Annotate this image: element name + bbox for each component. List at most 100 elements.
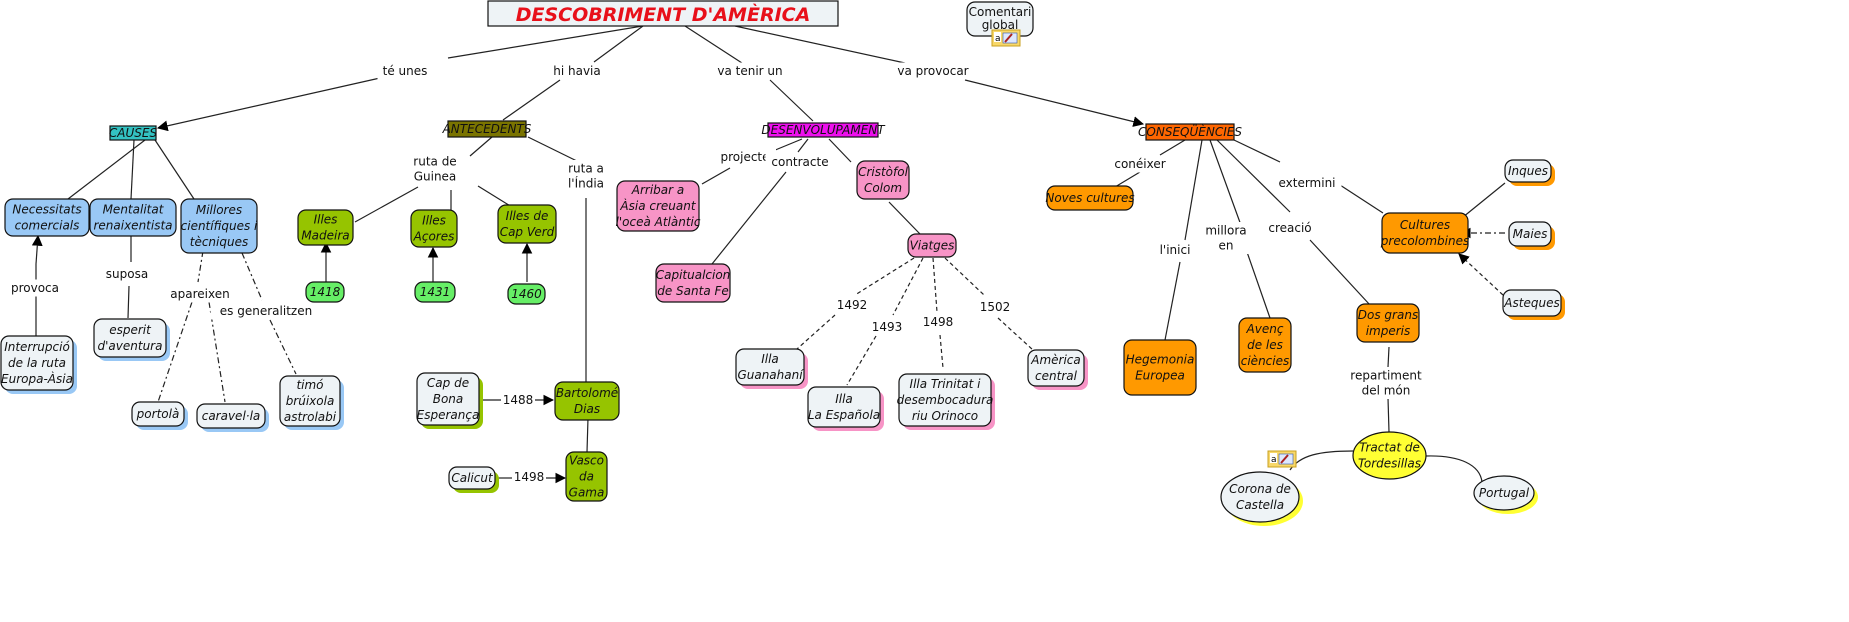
caravella-text: caravel·la: [202, 409, 261, 423]
avenc-text: Avenç: [1246, 322, 1284, 336]
consequencies-node[interactable]: CONSEQÜÈNCIES: [1138, 123, 1242, 141]
connector-line: [1387, 346, 1390, 368]
connector-line: [701, 167, 731, 185]
y1460-node[interactable]: 1460: [507, 283, 546, 305]
suposa-link-label: suposa: [103, 265, 151, 283]
annotation-note-icon[interactable]: a: [991, 29, 1021, 47]
provoca-link-label: provoca: [7, 279, 63, 297]
america-text: Amèrica: [1030, 353, 1081, 367]
causes-node[interactable]: CAUSES: [109, 125, 158, 141]
vasco-text: Gama: [569, 486, 605, 500]
annotation-note-icon[interactable]: a: [1267, 450, 1297, 468]
maies-node[interactable]: Maies: [1508, 221, 1555, 250]
imperis-text: imperis: [1366, 324, 1411, 338]
caravella-node[interactable]: caravel·la: [196, 403, 269, 432]
extermini-link-label: extermini: [1272, 174, 1342, 192]
ruta_guinea-link-text: ruta de: [413, 155, 456, 169]
l1498-link-label: 1498: [921, 313, 955, 331]
capitulacion-text: de Santa Fe: [657, 284, 729, 298]
y1431-node[interactable]: 1431: [414, 281, 456, 303]
connector-line: [447, 25, 644, 59]
noves-node[interactable]: Noves cultures: [1045, 185, 1135, 211]
capverd-text: Cap Verd: [500, 225, 555, 239]
svg-text:a: a: [995, 34, 1001, 44]
y1418-node[interactable]: 1418: [305, 281, 345, 303]
vasco-text: Vasco: [569, 454, 604, 468]
ruta-india-link-label: ruta al'Índia: [558, 160, 614, 192]
connector-line: [1458, 253, 1504, 296]
necessitats-text: Necessitats: [12, 203, 81, 217]
viatges-node[interactable]: Viatges: [907, 233, 957, 258]
arribar-text: Àsia creuant: [619, 198, 696, 213]
creacio-link-label: creació: [1262, 219, 1318, 237]
vasco-text: da: [579, 470, 594, 484]
connector-line: [1159, 139, 1186, 156]
desenvolupament-node[interactable]: DESENVOLUPAMENT: [761, 122, 886, 138]
inques-node[interactable]: Inques: [1504, 159, 1555, 186]
espanola-text: Illa: [835, 392, 853, 406]
esperit-node[interactable]: esperit d'aventura: [93, 318, 170, 361]
repartiment-link-text: del món: [1362, 384, 1411, 398]
apareixen-link-text: apareixen: [170, 287, 229, 301]
bona-text: Cap de: [427, 376, 469, 390]
y1431-text: 1431: [420, 285, 451, 299]
svg-text:a: a: [1271, 455, 1277, 465]
millores-text: Millores: [196, 203, 242, 217]
bona-text: Bona: [433, 392, 464, 406]
connector-line: [156, 77, 381, 132]
calicut-node[interactable]: Calicut: [448, 466, 499, 493]
map-title: DESCOBRIMENT D'AMÈRICA: [487, 0, 839, 27]
inici-link-label: l'inici: [1147, 241, 1203, 259]
connector-line: [888, 201, 921, 235]
colom-text: Colom: [864, 181, 902, 195]
asteques-node[interactable]: Asteques: [1502, 289, 1565, 320]
noves-text: Noves cultures: [1045, 191, 1134, 205]
millora-link-text: millora: [1205, 224, 1246, 238]
l1498b-link-text: 1498: [514, 470, 545, 484]
antecedents-node[interactable]: ANTECEDENTS: [442, 120, 532, 138]
l1498-link-text: 1498: [923, 315, 954, 329]
portugal-node[interactable]: Portugal: [1473, 475, 1538, 514]
apareixen-link-label: apareixen: [165, 285, 235, 303]
portola-node[interactable]: portolà: [131, 401, 188, 430]
connector-line: [734, 25, 906, 64]
connector-line: [997, 317, 1034, 351]
esperit-text: esperit: [109, 323, 152, 337]
connector-line: [127, 285, 130, 319]
connector-line: [1246, 251, 1271, 319]
desenvolupament-text: DESENVOLUPAMENT: [761, 123, 886, 137]
projecte-link-label: projecte: [714, 148, 776, 166]
l1488-link-text: 1488: [503, 393, 534, 407]
acores-text: Illes: [422, 214, 446, 228]
esperit-text: d'aventura: [98, 339, 163, 353]
arribar-text: l'oceà Atlàntic: [616, 215, 701, 229]
connector-line: [964, 79, 1145, 127]
